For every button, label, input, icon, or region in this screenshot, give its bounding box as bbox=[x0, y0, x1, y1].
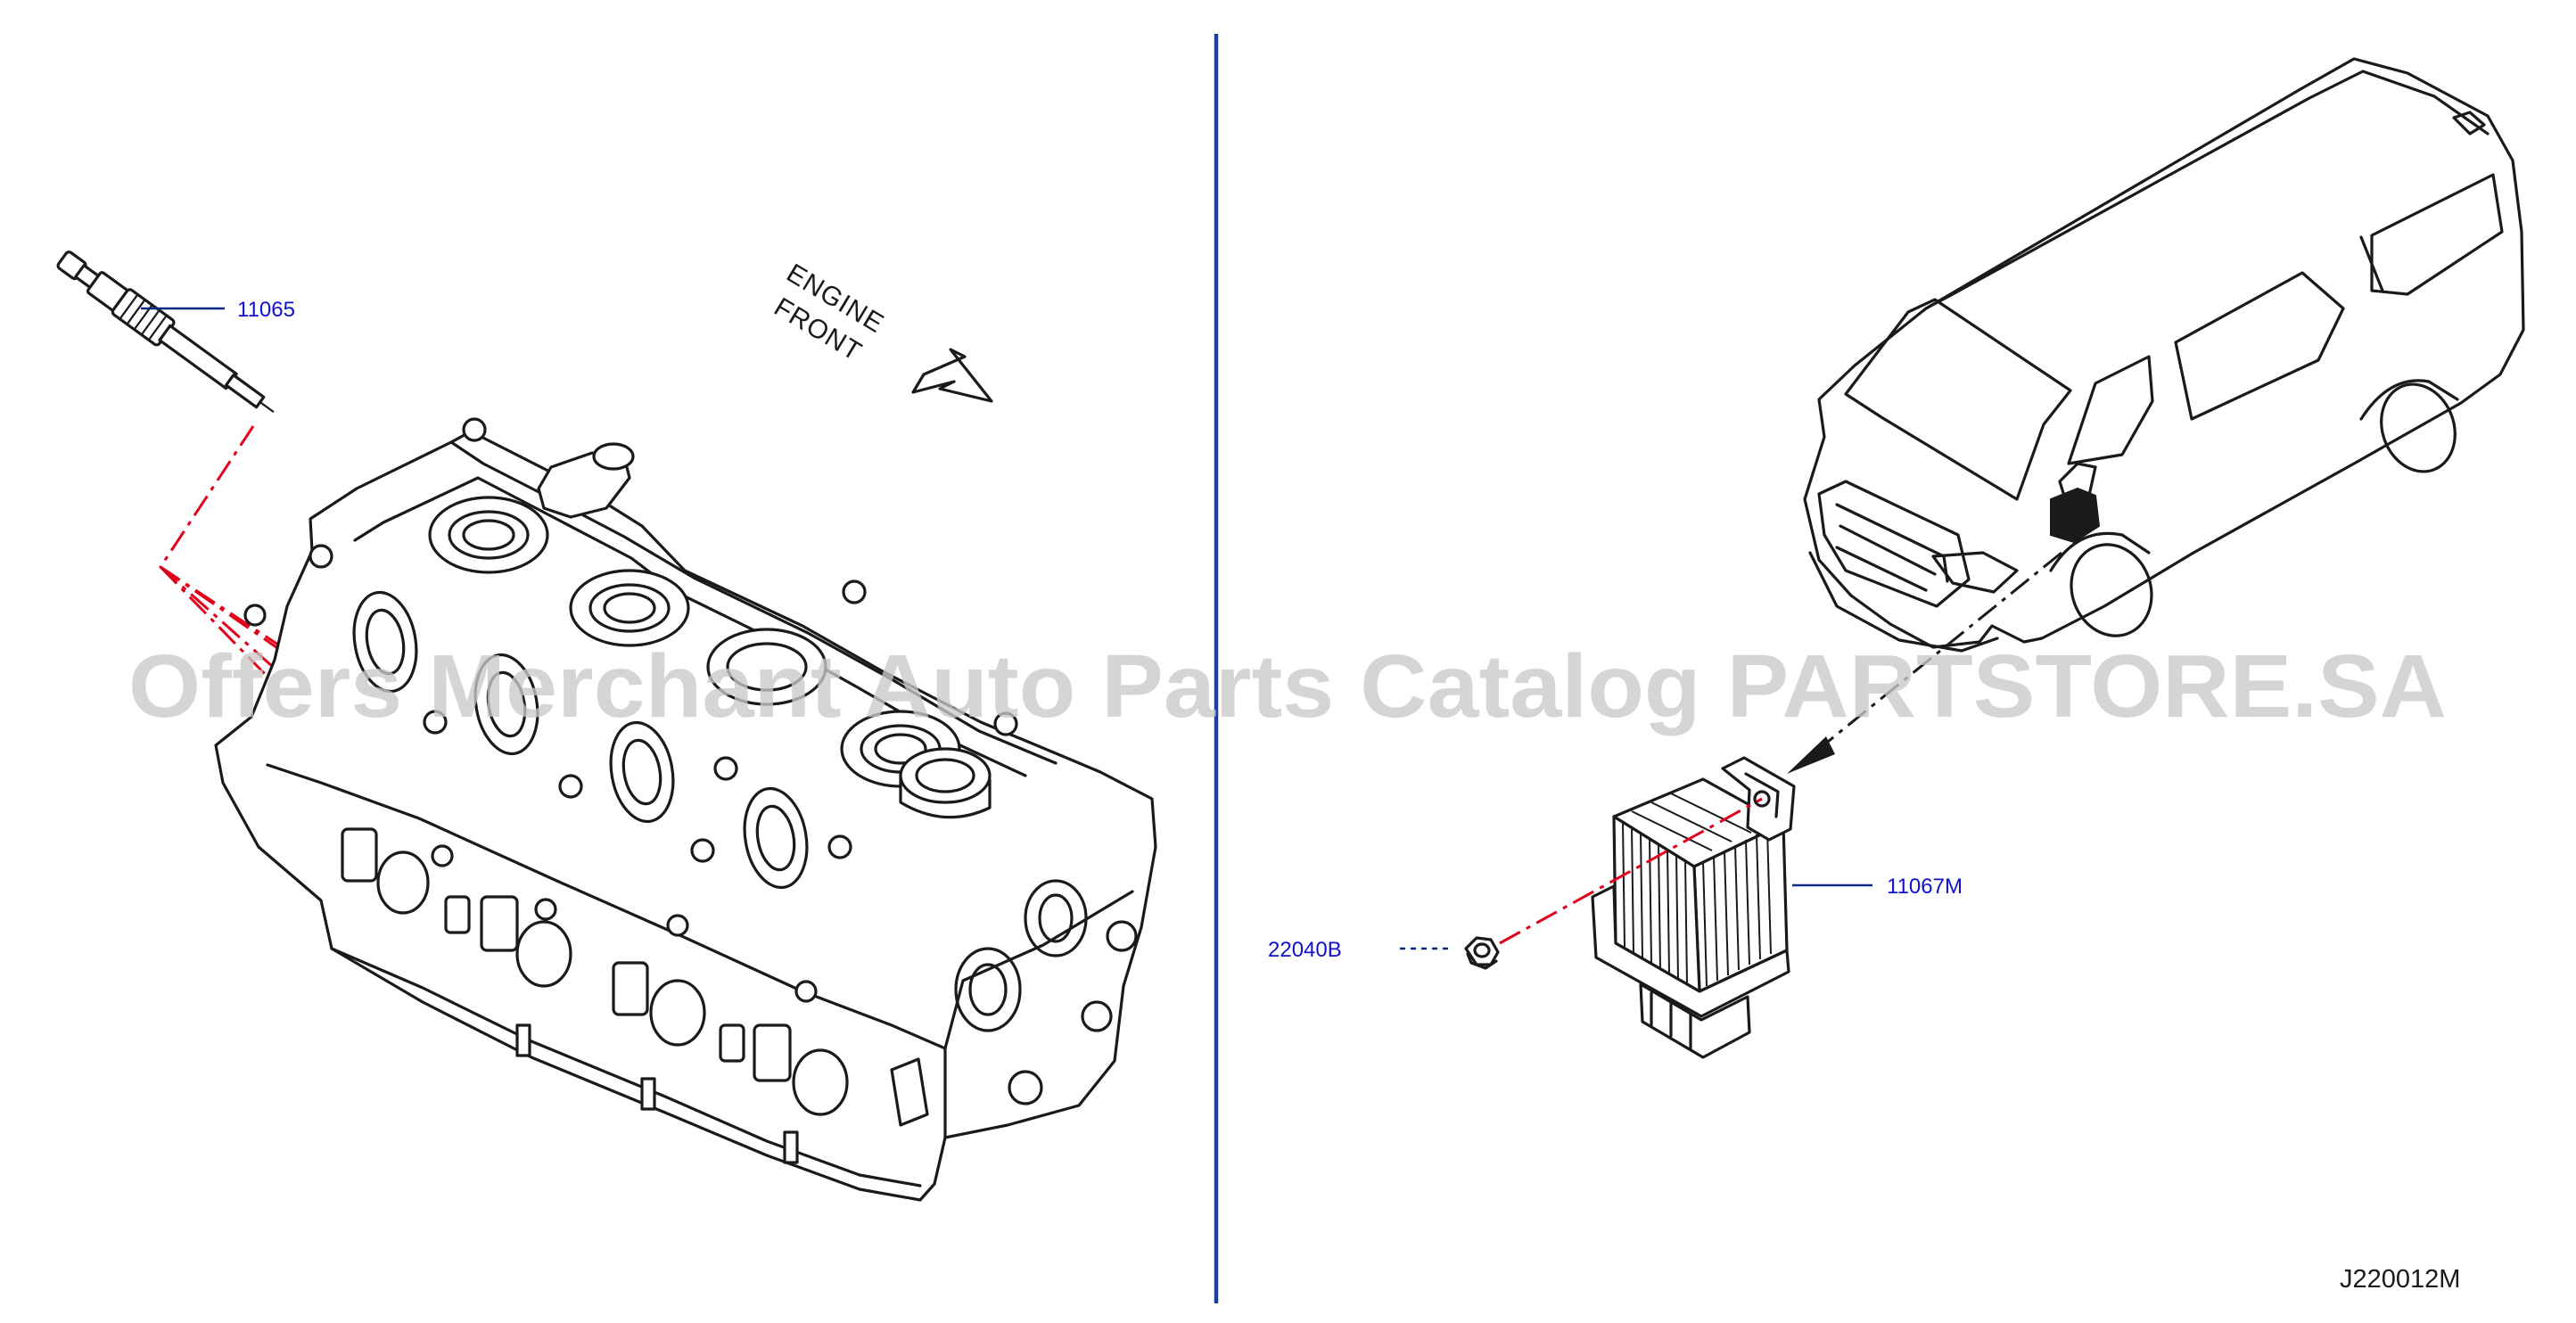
callout-22040B[interactable]: 22040B bbox=[1268, 938, 1342, 962]
location-pointer bbox=[1818, 551, 2062, 751]
glow-controller[interactable] bbox=[1591, 756, 1796, 1059]
glow-plug[interactable] bbox=[53, 246, 282, 423]
direction-arrow bbox=[911, 348, 993, 403]
callout-11065[interactable]: 11065 bbox=[237, 298, 295, 322]
controller-location-marker bbox=[2050, 487, 2101, 544]
location-arrowhead bbox=[1787, 736, 1835, 774]
cylinder-head[interactable] bbox=[214, 417, 1157, 1202]
diagram-code: J220012M bbox=[2340, 1265, 2460, 1294]
watermark: Offers Merchant Auto Parts Catalog PARTS… bbox=[128, 637, 2447, 736]
vehicle-location-view bbox=[1803, 57, 2525, 653]
heatsink-fins bbox=[1622, 793, 1772, 987]
nut-centerline bbox=[1499, 797, 1763, 945]
callout-11067M[interactable]: 11067M bbox=[1887, 875, 1963, 899]
mounting-nut[interactable] bbox=[1464, 936, 1500, 970]
engine-front-indicator: ENGINE FRONT bbox=[769, 259, 993, 403]
